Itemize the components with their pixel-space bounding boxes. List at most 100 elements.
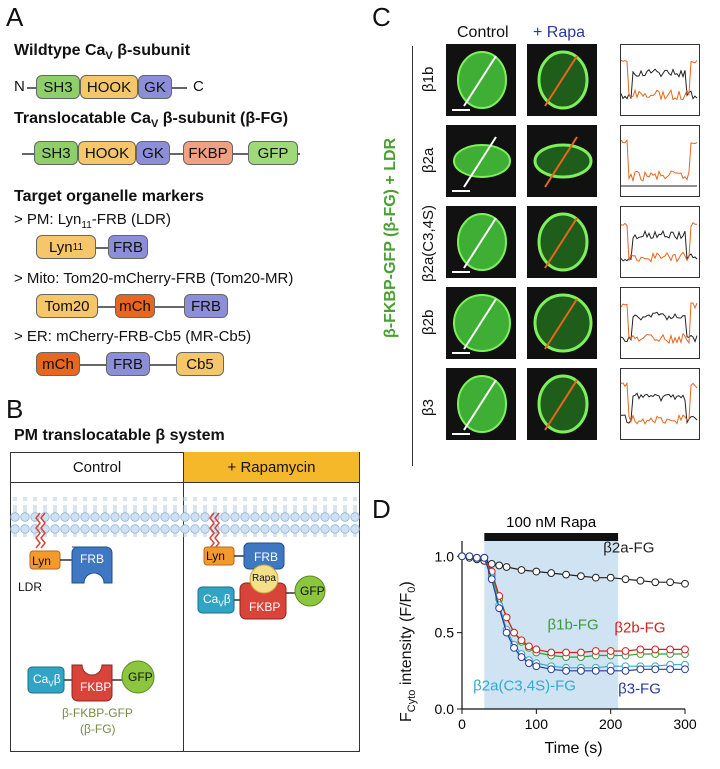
data-point xyxy=(487,560,496,568)
series-label: β1b-FG xyxy=(547,617,598,634)
translocatable-title: Translocatable CaV β-subunit (β-FG) xyxy=(14,110,289,131)
line-profile xyxy=(620,206,700,278)
c-side-label: β-FKBP-GFP (β-FG) + LDR xyxy=(382,137,399,338)
b-frb-label-rapa: FRB xyxy=(254,550,278,564)
mito-marker-label: > Mito: Tom20-mCherry-FRB (Tom20-MR) xyxy=(14,270,294,287)
data-point xyxy=(681,665,689,674)
b-gfp-label: GFP xyxy=(128,670,153,684)
data-point xyxy=(651,645,660,654)
data-point xyxy=(651,578,660,587)
control-profile xyxy=(620,311,698,343)
series-label: β3-FG xyxy=(618,681,661,698)
data-point xyxy=(487,575,496,584)
rapa-bar-label: 100 nM Rapa xyxy=(506,514,597,531)
cell-image-control xyxy=(446,125,516,197)
data-point xyxy=(666,578,675,587)
rapa-molecule xyxy=(249,564,279,594)
y-tick-label: 1.0 xyxy=(435,548,455,564)
data-point xyxy=(502,628,511,637)
line-scan xyxy=(544,55,578,107)
x-axis-label: Time (s) xyxy=(544,740,602,757)
x-tick-label: 100 xyxy=(525,716,549,732)
tr-gk-domain: GK xyxy=(136,141,170,165)
line-scan xyxy=(544,379,578,431)
rapa-profile xyxy=(620,302,698,345)
line-scan xyxy=(463,379,497,431)
panel-d-letter: D xyxy=(372,494,391,524)
y-tick-label: 0.0 xyxy=(435,701,455,717)
x-tick-label: 0 xyxy=(458,716,466,732)
data-point xyxy=(510,644,518,652)
data-point xyxy=(577,666,585,675)
control-profile xyxy=(620,229,698,262)
control-profile xyxy=(620,68,698,100)
pm-marker-label: > PM: Lyn11-FRB (LDR) xyxy=(14,211,171,231)
data-point xyxy=(606,647,615,655)
line-scan xyxy=(463,55,497,107)
series-label: β2b-FG xyxy=(614,620,665,637)
line-scan xyxy=(463,298,497,350)
mito-mch-domain: mCh xyxy=(115,294,155,318)
data-point xyxy=(591,573,600,582)
tr-fkbp-domain: FKBP xyxy=(183,141,233,165)
data-point xyxy=(517,566,526,574)
c-terminus: C xyxy=(193,78,204,95)
wt-sh3-domain: SH3 xyxy=(36,75,80,99)
cb5-domain: Cb5 xyxy=(176,352,224,376)
line-scan xyxy=(544,217,578,269)
b-gfp-label-rapa: GFP xyxy=(300,584,325,598)
target-markers-title: Target organelle markers xyxy=(14,188,205,205)
data-point xyxy=(495,561,504,570)
data-point xyxy=(532,645,541,654)
x-tick-label: 200 xyxy=(599,716,623,732)
line-scan xyxy=(544,136,578,188)
gfp-shape-rapa xyxy=(294,575,326,607)
b-caption1: β-FKBP-GFP xyxy=(62,706,133,720)
row-label: β3 xyxy=(420,399,437,416)
data-point xyxy=(606,666,615,675)
x-tick-label: 300 xyxy=(673,716,697,732)
rapamycin-header: + Rapamycin xyxy=(184,452,359,483)
er-mch-domain: mCh xyxy=(36,352,80,376)
c-control-header: Control xyxy=(457,24,509,41)
panel-b-title: PM translocatable β system xyxy=(14,427,225,444)
membrane-diagram xyxy=(10,497,360,702)
data-point xyxy=(681,645,689,654)
data-point xyxy=(621,647,630,655)
rapa-profile xyxy=(620,59,698,102)
data-point xyxy=(532,662,541,671)
data-point xyxy=(510,628,518,637)
data-point xyxy=(636,576,645,585)
rapa-profile xyxy=(620,221,697,263)
lipid-bilayer xyxy=(10,497,360,537)
row-label: β2b xyxy=(420,309,437,335)
b-cav-label-rapa: CaVβ xyxy=(203,592,231,609)
frb-shape xyxy=(71,546,113,584)
data-point xyxy=(591,647,600,655)
data-point xyxy=(621,666,630,675)
b-fkbp-label-rapa: FKBP xyxy=(249,600,281,614)
rapa-bar xyxy=(484,533,619,541)
data-point xyxy=(577,648,585,657)
data-point xyxy=(666,665,675,674)
er-frb-domain: FRB xyxy=(106,352,150,376)
tr-sh3-domain: SH3 xyxy=(34,141,78,165)
b-lyn-label: Lyn xyxy=(32,554,51,568)
data-point xyxy=(562,648,570,657)
rapa-profile xyxy=(620,381,698,426)
data-point xyxy=(458,552,466,561)
tom20-domain: Tom20 xyxy=(36,294,98,318)
data-point xyxy=(502,563,511,571)
tr-hook-domain: HOOK xyxy=(78,141,136,165)
row-label: β1b xyxy=(420,66,437,92)
b-rapa-label: Rapa xyxy=(252,573,276,584)
control-profile xyxy=(620,392,698,425)
panel-a-letter: A xyxy=(6,2,24,32)
mito-frb-domain: FRB xyxy=(184,294,228,318)
data-point xyxy=(606,573,615,582)
line-profile xyxy=(620,368,700,440)
line-profile xyxy=(620,125,700,197)
cell-image-rapa xyxy=(527,368,597,440)
b-lyn-label-rapa: Lyn xyxy=(206,549,225,563)
